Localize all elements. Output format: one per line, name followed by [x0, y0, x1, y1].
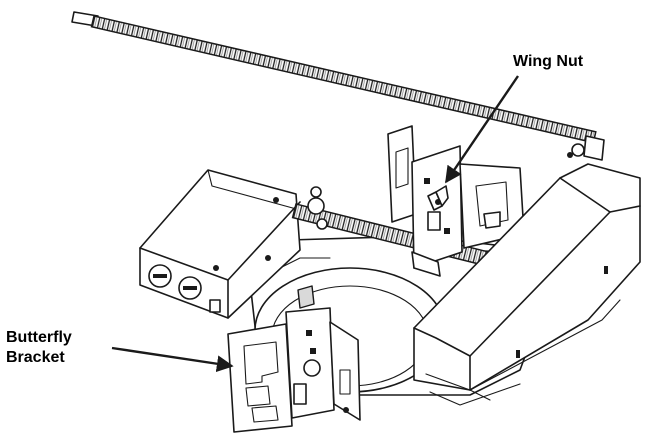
top-flex-conduit	[71, 11, 605, 161]
right-enclosure	[413, 163, 641, 406]
wing-nut-label: Wing Nut	[513, 53, 584, 70]
junction-box	[139, 169, 301, 319]
butterfly-bracket-leader-arrow	[111, 346, 234, 373]
wing-nut	[427, 185, 449, 231]
wing-nut-leader-arrow	[445, 75, 519, 184]
butterfly-bracket-label-line1: Butterfly	[6, 329, 72, 346]
front-butterfly-bracket	[227, 285, 361, 433]
butterfly-bracket-label-line2: Bracket	[6, 349, 65, 366]
